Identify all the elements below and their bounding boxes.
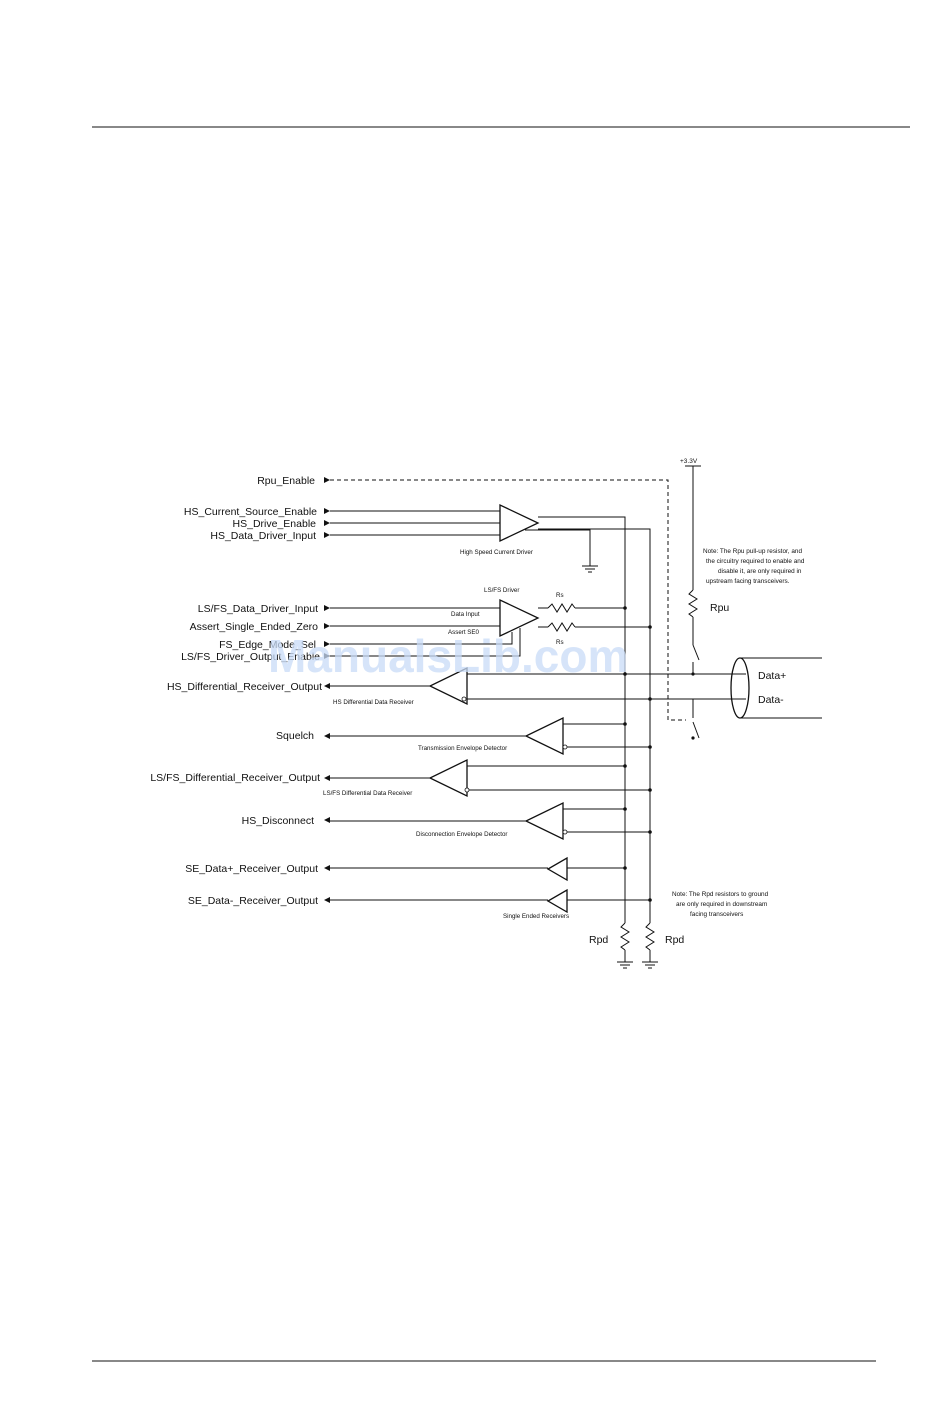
rpd-note-line: facing transceivers [690,911,743,918]
label-lsfs-differential-receiver-output: LS/FS_Differential_Receiver_Output [150,772,320,784]
single-ended-receivers-label: Single Ended Receivers [503,913,569,920]
label-se-data-plus-receiver-output: SE_Data+_Receiver_Output [185,863,318,875]
rs-resistor-bottom [547,622,576,632]
rpu-note-line: upstream facing transceivers. [706,578,790,585]
rpd-right-label: Rpd [665,934,684,946]
hs-differential-data-receiver-label: HS Differential Data Receiver [333,699,414,706]
transmission-envelope-detector: Transmission Envelope Detector [330,716,650,756]
rpd-resistor-left [620,922,630,951]
data-plus-label: Data+ [758,670,786,682]
high-speed-current-driver: High Speed Current Driver [330,503,651,923]
watermark: ManualsLib.com [268,630,628,682]
lsfs-driver: LS/FS Driver Data Input Assert SE0 Rs Rs [330,587,650,657]
usb-cable: Data+ Data- [730,657,822,719]
rs-resistor-top [547,603,576,613]
rpu-note-line: disable it, are only required in [718,568,802,575]
rs-top-label: Rs [556,592,564,599]
lsfs-differential-data-receiver-label: LS/FS Differential Data Receiver [323,790,412,797]
transmission-envelope-detector-label: Transmission Envelope Detector [418,745,507,752]
signal-ports [324,477,330,903]
label-hs-current-source-enable: HS_Current_Source_Enable [184,506,317,518]
label-hs-disconnect: HS_Disconnect [242,815,314,827]
disconnection-envelope-detector: Disconnection Envelope Detector [330,801,650,841]
label-lsfs-data-driver-input: LS/FS_Data_Driver_Input [198,603,318,615]
label-hs-differential-receiver-output: HS_Differential_Receiver_Output [167,681,322,693]
rpu-note-line: Note: The Rpu pull-up resistor, and [703,548,802,555]
rpd-resistor-right [645,922,655,951]
label-hs-drive-enable: HS_Drive_Enable [233,518,317,530]
rpu-note: Note: The Rpu pull-up resistor, and the … [703,548,805,585]
hs-differential-data-receiver: HS Differential Data Receiver [330,666,650,706]
lsfs-driver-label: LS/FS Driver [484,587,519,594]
label-assert-single-ended-zero: Assert_Single_Ended_Zero [190,621,319,633]
label-lsfs-driver-output-enable: LS/FS_Driver_Output_Enable [181,651,320,663]
label-se-data-minus-receiver-output: SE_Data-_Receiver_Output [188,895,318,907]
data-minus-label: Data- [758,694,784,706]
label-fs-edge-mode-sel: FS_Edge_Mode_Sel [219,639,316,651]
rpd-note: Note: The Rpd resistors to ground are on… [672,891,769,918]
supply-label: +3.3V [680,458,698,465]
label-hs-data-driver-input: HS_Data_Driver_Input [210,530,316,542]
rpu-note-line: the circuitry required to enable and [706,558,805,565]
lsfs-differential-data-receiver: LS/FS Differential Data Receiver [323,758,650,798]
rpd-left-label: Rpd [589,934,608,946]
rs-bottom-label: Rs [556,639,564,646]
label-squelch: Squelch [276,730,314,742]
single-ended-receivers: Single Ended Receivers [330,856,650,920]
assert-se0-label: Assert SE0 [448,629,480,636]
rpu-resistor [688,589,698,618]
high-speed-current-driver-label: High Speed Current Driver [460,549,533,556]
rpu-label: Rpu [710,602,729,614]
rpd-pulldowns: Rpd Rpd [589,922,684,969]
rpd-note-line: Note: The Rpd resistors to ground [672,891,769,898]
rpu-pullup: +3.3V Rpu [680,458,729,740]
rpd-note-line: are only required in downstream [676,901,767,908]
label-rpu-enable: Rpu_Enable [257,475,315,487]
rpu-enable-control-line [330,479,686,721]
data-input-label: Data Input [451,611,480,618]
disconnection-envelope-detector-label: Disconnection Envelope Detector [416,831,508,838]
